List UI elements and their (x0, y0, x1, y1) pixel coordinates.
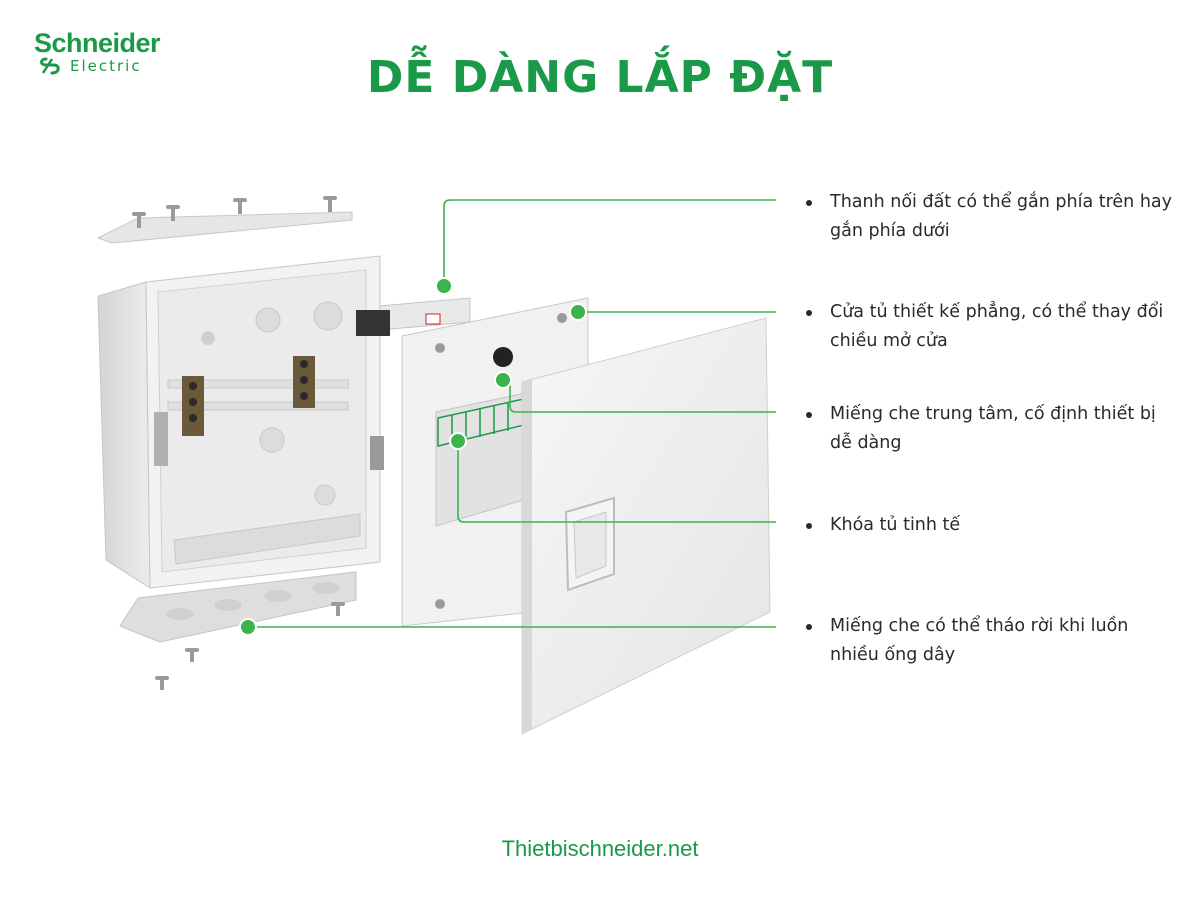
front-door (521, 317, 771, 735)
callout-lines (248, 199, 776, 628)
bullet-icon (806, 523, 812, 529)
bullet-icon (806, 412, 812, 418)
schneider-electric-logo: Schneider Electric (34, 30, 194, 80)
bullet-icon (806, 200, 812, 206)
feature-item-lock: Khóa tủ tinh tế (806, 511, 1176, 540)
door-lock (564, 496, 615, 592)
bottom-cover-plate (119, 571, 357, 690)
back-enclosure (97, 255, 384, 589)
feature-item-removable-cover: Miếng che có thể tháo rời khi luồn nhiều… (806, 612, 1176, 670)
earth-bar (356, 297, 471, 336)
feature-item-center-cover: Miếng che trung tâm, cố định thiết bị dễ… (806, 400, 1176, 458)
bullet-icon (806, 624, 812, 630)
bullet-icon (806, 310, 812, 316)
feature-text: Cửa tủ thiết kế phẳng, có thể thay đổi c… (830, 302, 1164, 351)
feature-text: Miếng che có thể tháo rời khi luồn nhiều… (830, 616, 1129, 665)
logo-mark-icon (40, 57, 60, 75)
feature-text: Miếng che trung tâm, cố định thiết bị dễ… (830, 404, 1156, 453)
top-cover-plate (96, 196, 353, 244)
callout-dots (239, 277, 587, 636)
logo-wordmark: Schneider (34, 28, 161, 58)
page-title: DỄ DÀNG LẮP ĐẶT (366, 52, 834, 103)
feature-item-earth-bar: Thanh nối đất có thể gắn phía trên hay g… (806, 188, 1176, 246)
feature-text: Khóa tủ tinh tế (830, 515, 961, 535)
footer-website: Thietbischneider.net (501, 836, 699, 861)
distribution-box-exploded-illustration (96, 196, 776, 735)
feature-item-flat-door: Cửa tủ thiết kế phẳng, có thể thay đổi c… (806, 298, 1176, 356)
feature-text: Thanh nối đất có thể gắn phía trên hay g… (830, 192, 1173, 241)
logo-subtext: Electric (70, 57, 142, 75)
